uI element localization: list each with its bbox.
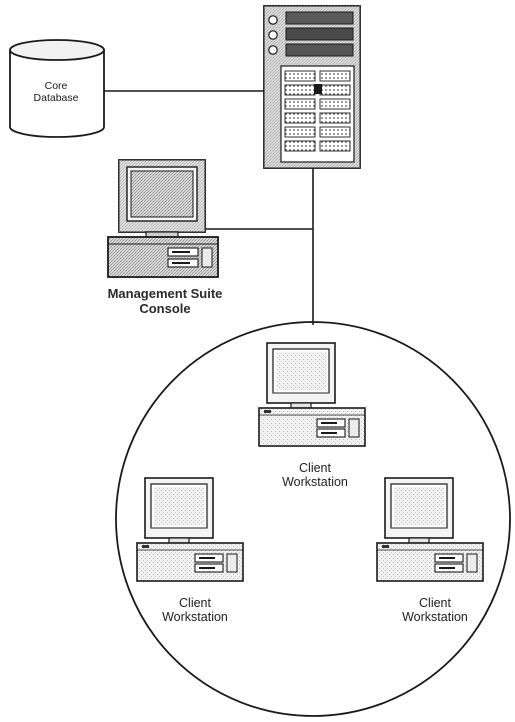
client-workstation-2-icon xyxy=(136,477,244,582)
client-workstation-3-label: Client Workstation xyxy=(370,596,500,625)
client-workstation-1-label-line2: Workstation xyxy=(282,475,348,490)
client-workstation-1-label: Client Workstation xyxy=(250,461,380,490)
management-console-computer-icon xyxy=(107,159,219,278)
client-network-circle xyxy=(115,321,511,717)
client-workstation-2-label: Client Workstation xyxy=(130,596,260,625)
client-workstation-2-label-line2: Workstation xyxy=(162,610,228,625)
client-workstation-3-label-line1: Client xyxy=(419,596,451,610)
client-workstation-1-label-line1: Client xyxy=(299,461,331,475)
management-console-label-line2: Console xyxy=(139,300,191,316)
core-database-label-line1: Core xyxy=(44,80,68,92)
core-server-tower-icon xyxy=(263,5,361,169)
management-console-label: Management Suite Console xyxy=(70,286,260,317)
connection-lines xyxy=(104,90,314,325)
core-database-icon xyxy=(9,39,105,138)
core-database-label: Core Database xyxy=(20,80,92,104)
client-workstation-3-icon xyxy=(376,477,484,582)
core-database-label-line2: Database xyxy=(33,92,79,105)
client-workstation-2-label-line1: Client xyxy=(179,596,211,610)
management-console-label-line1: Management Suite xyxy=(107,286,223,301)
client-workstation-3-label-line2: Workstation xyxy=(402,610,468,625)
client-workstation-1-icon xyxy=(258,342,366,447)
